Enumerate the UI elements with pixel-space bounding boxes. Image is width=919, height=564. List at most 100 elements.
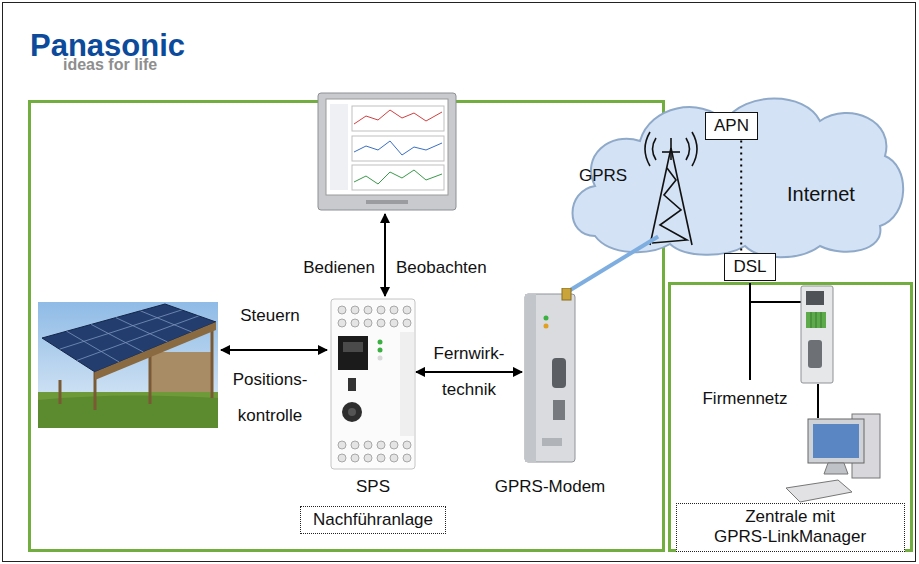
hmi-touch-panel — [330, 104, 348, 190]
gateway-device — [808, 340, 822, 368]
radio-tower — [671, 148, 692, 245]
plc-module — [403, 306, 411, 314]
hmi-touch-panel — [354, 170, 442, 184]
sps-shape — [330, 298, 416, 470]
plc-module — [378, 340, 383, 345]
plc-module — [403, 319, 411, 327]
network-cloud: GPRS Internet APN — [565, 86, 910, 261]
edge-label: Fernwirk- technik — [434, 336, 505, 408]
plc-module — [351, 306, 359, 314]
plant-region: Nachführanlage SPS GPRS-Modem — [28, 100, 665, 552]
plc-module — [377, 454, 385, 462]
radio-tower — [692, 132, 697, 166]
box-label: APN — [714, 116, 749, 136]
plc-module — [390, 441, 398, 449]
gateway-device — [806, 312, 826, 328]
module-caption: GPRS-Modem — [492, 477, 609, 497]
modem-module — [525, 294, 536, 462]
label-anchor: Positions- kontrolle — [233, 362, 308, 434]
arrow-label: Steuern — [240, 306, 300, 326]
control-arrow — [221, 350, 327, 351]
plc-module — [390, 306, 398, 314]
plc-module — [364, 454, 372, 462]
plc-module — [351, 454, 359, 462]
hmi-touch-panel — [354, 141, 442, 155]
radio-tower — [670, 138, 672, 160]
hmi-touch-panel — [352, 165, 444, 190]
company-network-line — [750, 301, 801, 303]
plc-module — [348, 408, 356, 416]
arrow-label: Positions- kontrolle — [233, 362, 308, 434]
pc-workstation — [808, 419, 864, 463]
cloud-label: Internet — [787, 182, 855, 206]
region-label: Zentrale mit GPRS-LinkManager — [676, 503, 905, 552]
solar-panel-photo — [38, 302, 218, 428]
operate-arrow — [385, 214, 386, 296]
plc-module — [338, 336, 368, 370]
plc-module — [338, 306, 346, 314]
solar-panel-photo — [60, 310, 182, 349]
arrow-label: Bedienen — [303, 258, 375, 278]
plc-module — [400, 332, 414, 436]
modem-shape — [522, 288, 578, 466]
pc-workstation — [786, 414, 880, 502]
gateway-device — [821, 312, 822, 328]
label-anchor: Internet — [787, 182, 855, 206]
gateway-device — [801, 286, 833, 383]
cloud-label: GPRS — [579, 166, 627, 186]
plc-module — [364, 319, 372, 327]
plc-module — [378, 356, 383, 361]
gateway-device — [811, 312, 812, 328]
plc-module — [390, 319, 398, 327]
provider-link — [740, 140, 742, 253]
modem-module — [544, 316, 549, 321]
plc-module — [364, 441, 372, 449]
solar-panel-photo — [211, 324, 214, 398]
plc-module — [377, 441, 385, 449]
radio-tower — [645, 132, 697, 245]
plc-module — [403, 454, 411, 462]
gateway-device — [801, 286, 833, 383]
radio-tower — [653, 138, 657, 160]
pc-workstation — [824, 463, 848, 474]
modem-module — [522, 288, 578, 466]
modem-module — [562, 288, 571, 300]
company-network-line — [749, 283, 751, 380]
modem-module — [525, 294, 575, 462]
hmi-touch-panel — [318, 93, 456, 210]
label-anchor: GPRS — [579, 166, 627, 186]
box-label: DSL — [733, 257, 766, 277]
plc-module — [390, 454, 398, 462]
label-anchor: Firmennetz — [702, 389, 787, 409]
plc-module — [348, 378, 356, 391]
plc-node: SPS — [330, 298, 416, 497]
hmi-touch-panel — [352, 106, 444, 131]
solar-panel-photo — [91, 324, 143, 352]
arrow-label: Beobachten — [396, 258, 487, 278]
plc-module — [338, 454, 346, 462]
brand-slogan: ideas for life — [63, 55, 157, 74]
solar-panel-photo — [150, 352, 212, 392]
label-anchor: Fernwirk- technik — [434, 336, 505, 408]
control-arrow — [221, 349, 327, 351]
solar-panel-photo — [38, 392, 218, 428]
plc-module — [343, 342, 363, 352]
operate-arrow — [384, 214, 386, 296]
radio-tower — [662, 151, 680, 153]
modem-module — [553, 400, 565, 420]
plc-module — [338, 319, 346, 327]
radio-tower — [645, 132, 650, 166]
company-network-line — [817, 384, 819, 418]
solar-panel-photo — [60, 310, 199, 362]
region-label: Nachführanlage — [300, 506, 446, 534]
plc-module — [338, 441, 346, 449]
hmi-touch-panel — [326, 99, 448, 195]
plc-module — [342, 402, 362, 422]
solar-panel-photo — [38, 302, 218, 428]
cloud-outline — [573, 99, 904, 258]
modem-node: GPRS-Modem — [492, 288, 609, 497]
gateway-device — [816, 312, 817, 328]
